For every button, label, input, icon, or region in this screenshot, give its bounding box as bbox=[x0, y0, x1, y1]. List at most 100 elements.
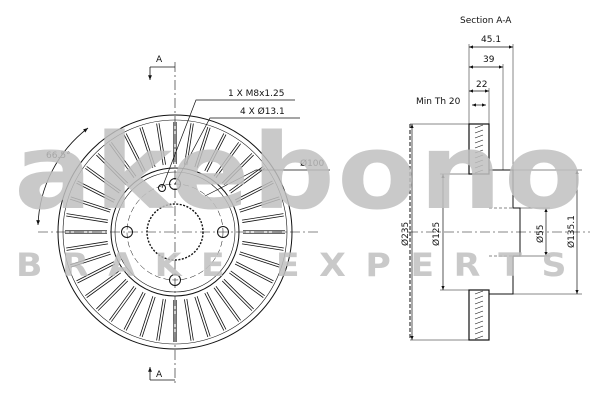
bolt-hole-right bbox=[217, 226, 229, 238]
vent-hatch-line bbox=[474, 290, 484, 295]
dim-hat-diameter: Ø135.1 bbox=[566, 215, 577, 248]
dim-min-thickness: Min Th 20 bbox=[416, 97, 461, 107]
vent-slot-line bbox=[230, 270, 265, 297]
watermark-tagline: BRAKE EXPERTS bbox=[16, 246, 586, 284]
vent-slot-line bbox=[97, 153, 129, 184]
side-view bbox=[408, 44, 590, 341]
section-title: Section A-A bbox=[460, 16, 512, 26]
vent-slot-line bbox=[76, 261, 115, 282]
thread-leader bbox=[161, 99, 295, 189]
vent-slot-line bbox=[184, 123, 192, 165]
dim-22: 22 bbox=[476, 80, 487, 90]
vent-slot-line bbox=[184, 299, 192, 341]
vent-slot-line bbox=[213, 142, 240, 177]
vent-slot-line bbox=[213, 287, 240, 322]
vent-slot-line bbox=[141, 296, 156, 338]
dim-39: 39 bbox=[483, 55, 495, 65]
vent-slot-line bbox=[139, 127, 154, 168]
vent-hatch-line bbox=[474, 149, 484, 154]
vent-slot-line bbox=[206, 134, 227, 173]
vent-slot-line bbox=[235, 261, 274, 282]
vent-slot-line bbox=[125, 292, 146, 331]
vent-slot-line bbox=[204, 292, 225, 331]
friction-ring-lower bbox=[468, 289, 490, 341]
section-marker-top: A bbox=[156, 55, 163, 65]
vent-slot-line bbox=[234, 180, 273, 201]
watermark-brand: akebono bbox=[14, 111, 586, 233]
vent-slot-line bbox=[221, 153, 253, 184]
vent-slot-line bbox=[215, 286, 241, 321]
vent-slot-line bbox=[239, 253, 280, 268]
vent-slot-line bbox=[229, 166, 264, 192]
pcd-leader bbox=[204, 169, 330, 197]
vent-hatch-line bbox=[474, 159, 484, 164]
hat-profile-upper bbox=[489, 169, 521, 232]
vent-slot-line bbox=[85, 167, 120, 194]
vent-slot-line bbox=[230, 167, 265, 194]
thread-callout: 1 X M8x1.25 bbox=[228, 89, 284, 99]
vent-hatch-line bbox=[474, 154, 484, 159]
vent-slot-line bbox=[70, 253, 111, 268]
vent-slot-line bbox=[123, 291, 144, 330]
vent-slot-line bbox=[158, 299, 166, 341]
vent-slot-line bbox=[66, 241, 108, 249]
vent-slot-line bbox=[69, 251, 111, 266]
vent-hatch-line bbox=[474, 330, 484, 335]
friction-ring-upper bbox=[468, 123, 490, 175]
vent-slot-line bbox=[125, 133, 146, 172]
vent-slot-line bbox=[235, 182, 274, 203]
vent-slot-line bbox=[223, 154, 254, 186]
vent-slot-line bbox=[239, 251, 281, 266]
vent-hatch-line bbox=[474, 335, 484, 340]
vent-slot-line bbox=[229, 272, 264, 298]
vent-slot-line bbox=[223, 278, 254, 310]
vent-slot-line bbox=[85, 270, 120, 297]
vent-hatch-line bbox=[474, 310, 484, 315]
vent-slot-line bbox=[206, 291, 227, 330]
vent-hatching bbox=[474, 124, 484, 340]
vent-slot-line bbox=[196, 127, 211, 168]
front-view bbox=[36, 62, 330, 385]
vent-hatch-line bbox=[474, 169, 484, 174]
dim-125: Ø125 bbox=[431, 222, 442, 246]
vent-hatch-line bbox=[474, 315, 484, 320]
vent-slot-line bbox=[186, 123, 194, 166]
section-marker-bottom: A bbox=[156, 370, 163, 380]
vent-slot-line bbox=[141, 126, 156, 168]
vent-slot-line bbox=[110, 142, 137, 177]
dim-total-width: 45.1 bbox=[481, 35, 501, 45]
vent-slot-line bbox=[242, 215, 284, 223]
vent-slot-line bbox=[97, 280, 129, 311]
vent-hatch-line bbox=[474, 305, 484, 310]
vent-slot-line bbox=[110, 287, 137, 322]
vent-slot-line bbox=[196, 296, 211, 337]
vent-slot-line bbox=[239, 196, 280, 211]
vent-hatch-line bbox=[474, 129, 484, 134]
vent-slot-line bbox=[204, 133, 225, 172]
vent-slot-line bbox=[123, 134, 144, 173]
pcd-label: Ø100 bbox=[300, 158, 325, 169]
angle-arc bbox=[36, 127, 89, 226]
vent-slot-line bbox=[156, 298, 164, 341]
vent-slot-line bbox=[242, 241, 284, 249]
vent-slot-line bbox=[96, 154, 127, 186]
threaded-hole bbox=[158, 184, 166, 192]
vent-slot-line bbox=[109, 286, 135, 321]
hat-profile-lower bbox=[489, 232, 521, 295]
vent-hatch-line bbox=[474, 139, 484, 144]
vent-slot-line bbox=[109, 143, 135, 178]
vent-slot-line bbox=[234, 263, 273, 284]
vent-slot-line bbox=[158, 123, 166, 165]
vent-slot-line bbox=[66, 243, 109, 251]
vent-hatch-line bbox=[474, 300, 484, 305]
vent-slot-line bbox=[86, 166, 121, 192]
angle-label: 66.5° bbox=[46, 151, 71, 161]
dim-center-bore: Ø55 bbox=[535, 224, 546, 243]
vent-slot-line bbox=[77, 263, 116, 284]
holes-callout: 4 X Ø13.1 bbox=[240, 106, 285, 117]
vent-slots bbox=[65, 122, 285, 342]
dim-outer-diameter: Ø235 bbox=[400, 222, 411, 246]
vent-slot-line bbox=[86, 272, 121, 298]
